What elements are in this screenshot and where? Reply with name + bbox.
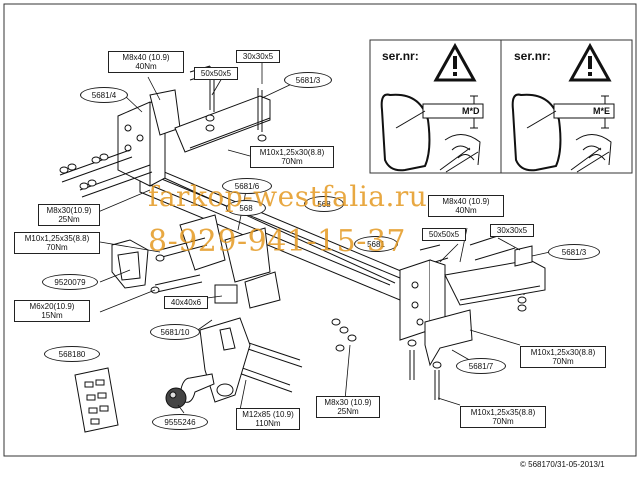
spec-m8x40-top: M8x40 (10.9) 40Nm <box>108 51 184 73</box>
spec-m8x40-right: M8x40 (10.9) 40Nm <box>428 195 504 217</box>
warning-triangle-icon <box>433 42 477 82</box>
spec-line: M8x40 (10.9) <box>442 197 490 206</box>
plate-code-right: M*E <box>593 106 611 116</box>
copyright-line: © 568170/31-05-2013/1 <box>520 460 605 469</box>
spec-50x50x5-top: 50x50x5 <box>194 67 238 80</box>
part-5681-3-top: 5681/3 <box>284 72 332 88</box>
spec-line: M10x1,25x30(8.8) <box>530 348 596 357</box>
spec-line: 70Nm <box>552 357 574 366</box>
spec-line: M6x20(10.9) <box>29 302 75 311</box>
spec-line: M10x1,25x35(8.8) <box>24 234 90 243</box>
spec-30x30x5-right: 30x30x5 <box>490 224 534 237</box>
part-568180: 568180 <box>44 346 100 362</box>
spec-m8x30-left: M8x30(10.9) 25Nm <box>38 204 100 226</box>
watermark-phone: 8-929-941-15-37 <box>148 224 407 259</box>
spec-m10x125x35-bottom: M10x1,25x35(8.8) 70Nm <box>460 406 546 428</box>
spec-40x40x6: 40x40x6 <box>164 296 208 309</box>
watermark-site: farkop-westfalia.ru <box>148 180 428 213</box>
spec-m6x20: M6x20(10.9) 15Nm <box>14 300 90 322</box>
serial-plate-detail-left <box>380 93 484 173</box>
spec-line: 70Nm <box>492 417 514 426</box>
spec-line: M12x85 (10.9) <box>242 410 294 419</box>
spec-line: 110Nm <box>255 419 281 428</box>
part-5681-4: 5681/4 <box>80 87 128 103</box>
spec-line: 15Nm <box>41 311 63 320</box>
part-9520079: 9520079 <box>42 274 98 290</box>
spec-m10x125x30-right: M10x1,25x30(8.8) 70Nm <box>520 346 606 368</box>
spec-line: M10x1,25x35(8.8) <box>470 408 536 417</box>
part-5681-7: 5681/7 <box>456 358 506 374</box>
right-bracket <box>399 245 546 367</box>
spec-line: 25Nm <box>58 215 80 224</box>
washers-and-nuts <box>59 114 527 369</box>
spec-line: 25Nm <box>337 407 359 416</box>
outer-frame <box>3 3 637 457</box>
warning-triangle-icon <box>568 42 612 82</box>
left-bracket <box>117 89 271 187</box>
spec-line: 70Nm <box>46 243 68 252</box>
part-568-partial: 568 <box>226 200 266 216</box>
part-5681-10: 5681/10 <box>150 324 200 340</box>
ser-nr-label-left: ser.nr: <box>382 49 419 63</box>
tow-ball-assembly <box>165 317 251 409</box>
spec-m8x30-bottom: M8x30 (10.9) 25Nm <box>316 396 380 418</box>
spec-m10x125x35-left: M10x1,25x35(8.8) 70Nm <box>14 232 100 254</box>
spec-line: M8x30 (10.9) <box>324 398 372 407</box>
spec-line: M8x30(10.9) <box>46 206 92 215</box>
bumper-plate-568180 <box>74 367 119 433</box>
spec-line: M10x1,25x30(8.8) <box>259 148 325 157</box>
left-fitting-parts <box>111 214 281 309</box>
spec-line: 40Nm <box>455 206 477 215</box>
part-5681-partial: 5681 <box>354 236 398 252</box>
part-568-partial-2: 568 <box>304 196 344 212</box>
ser-nr-label-right: ser.nr: <box>514 49 551 63</box>
spec-line: M8x40 (10.9) <box>122 53 170 62</box>
spec-line: 40Nm <box>135 62 157 71</box>
part-9555246: 9555246 <box>152 414 208 430</box>
part-5681-3-right: 5681/3 <box>548 244 600 260</box>
serial-plate-detail-right <box>511 93 615 173</box>
spec-line: 70Nm <box>281 157 303 166</box>
part-5681-6: 5681/6 <box>222 178 272 194</box>
plate-code-left: M*D <box>462 106 480 116</box>
spec-m10x125x30-top: M10x1,25x30(8.8) 70Nm <box>250 146 334 168</box>
spec-30x30x5-top: 30x30x5 <box>236 50 280 63</box>
spec-m12x85: M12x85 (10.9) 110Nm <box>236 408 300 430</box>
spec-50x50x5-right: 50x50x5 <box>422 228 466 241</box>
